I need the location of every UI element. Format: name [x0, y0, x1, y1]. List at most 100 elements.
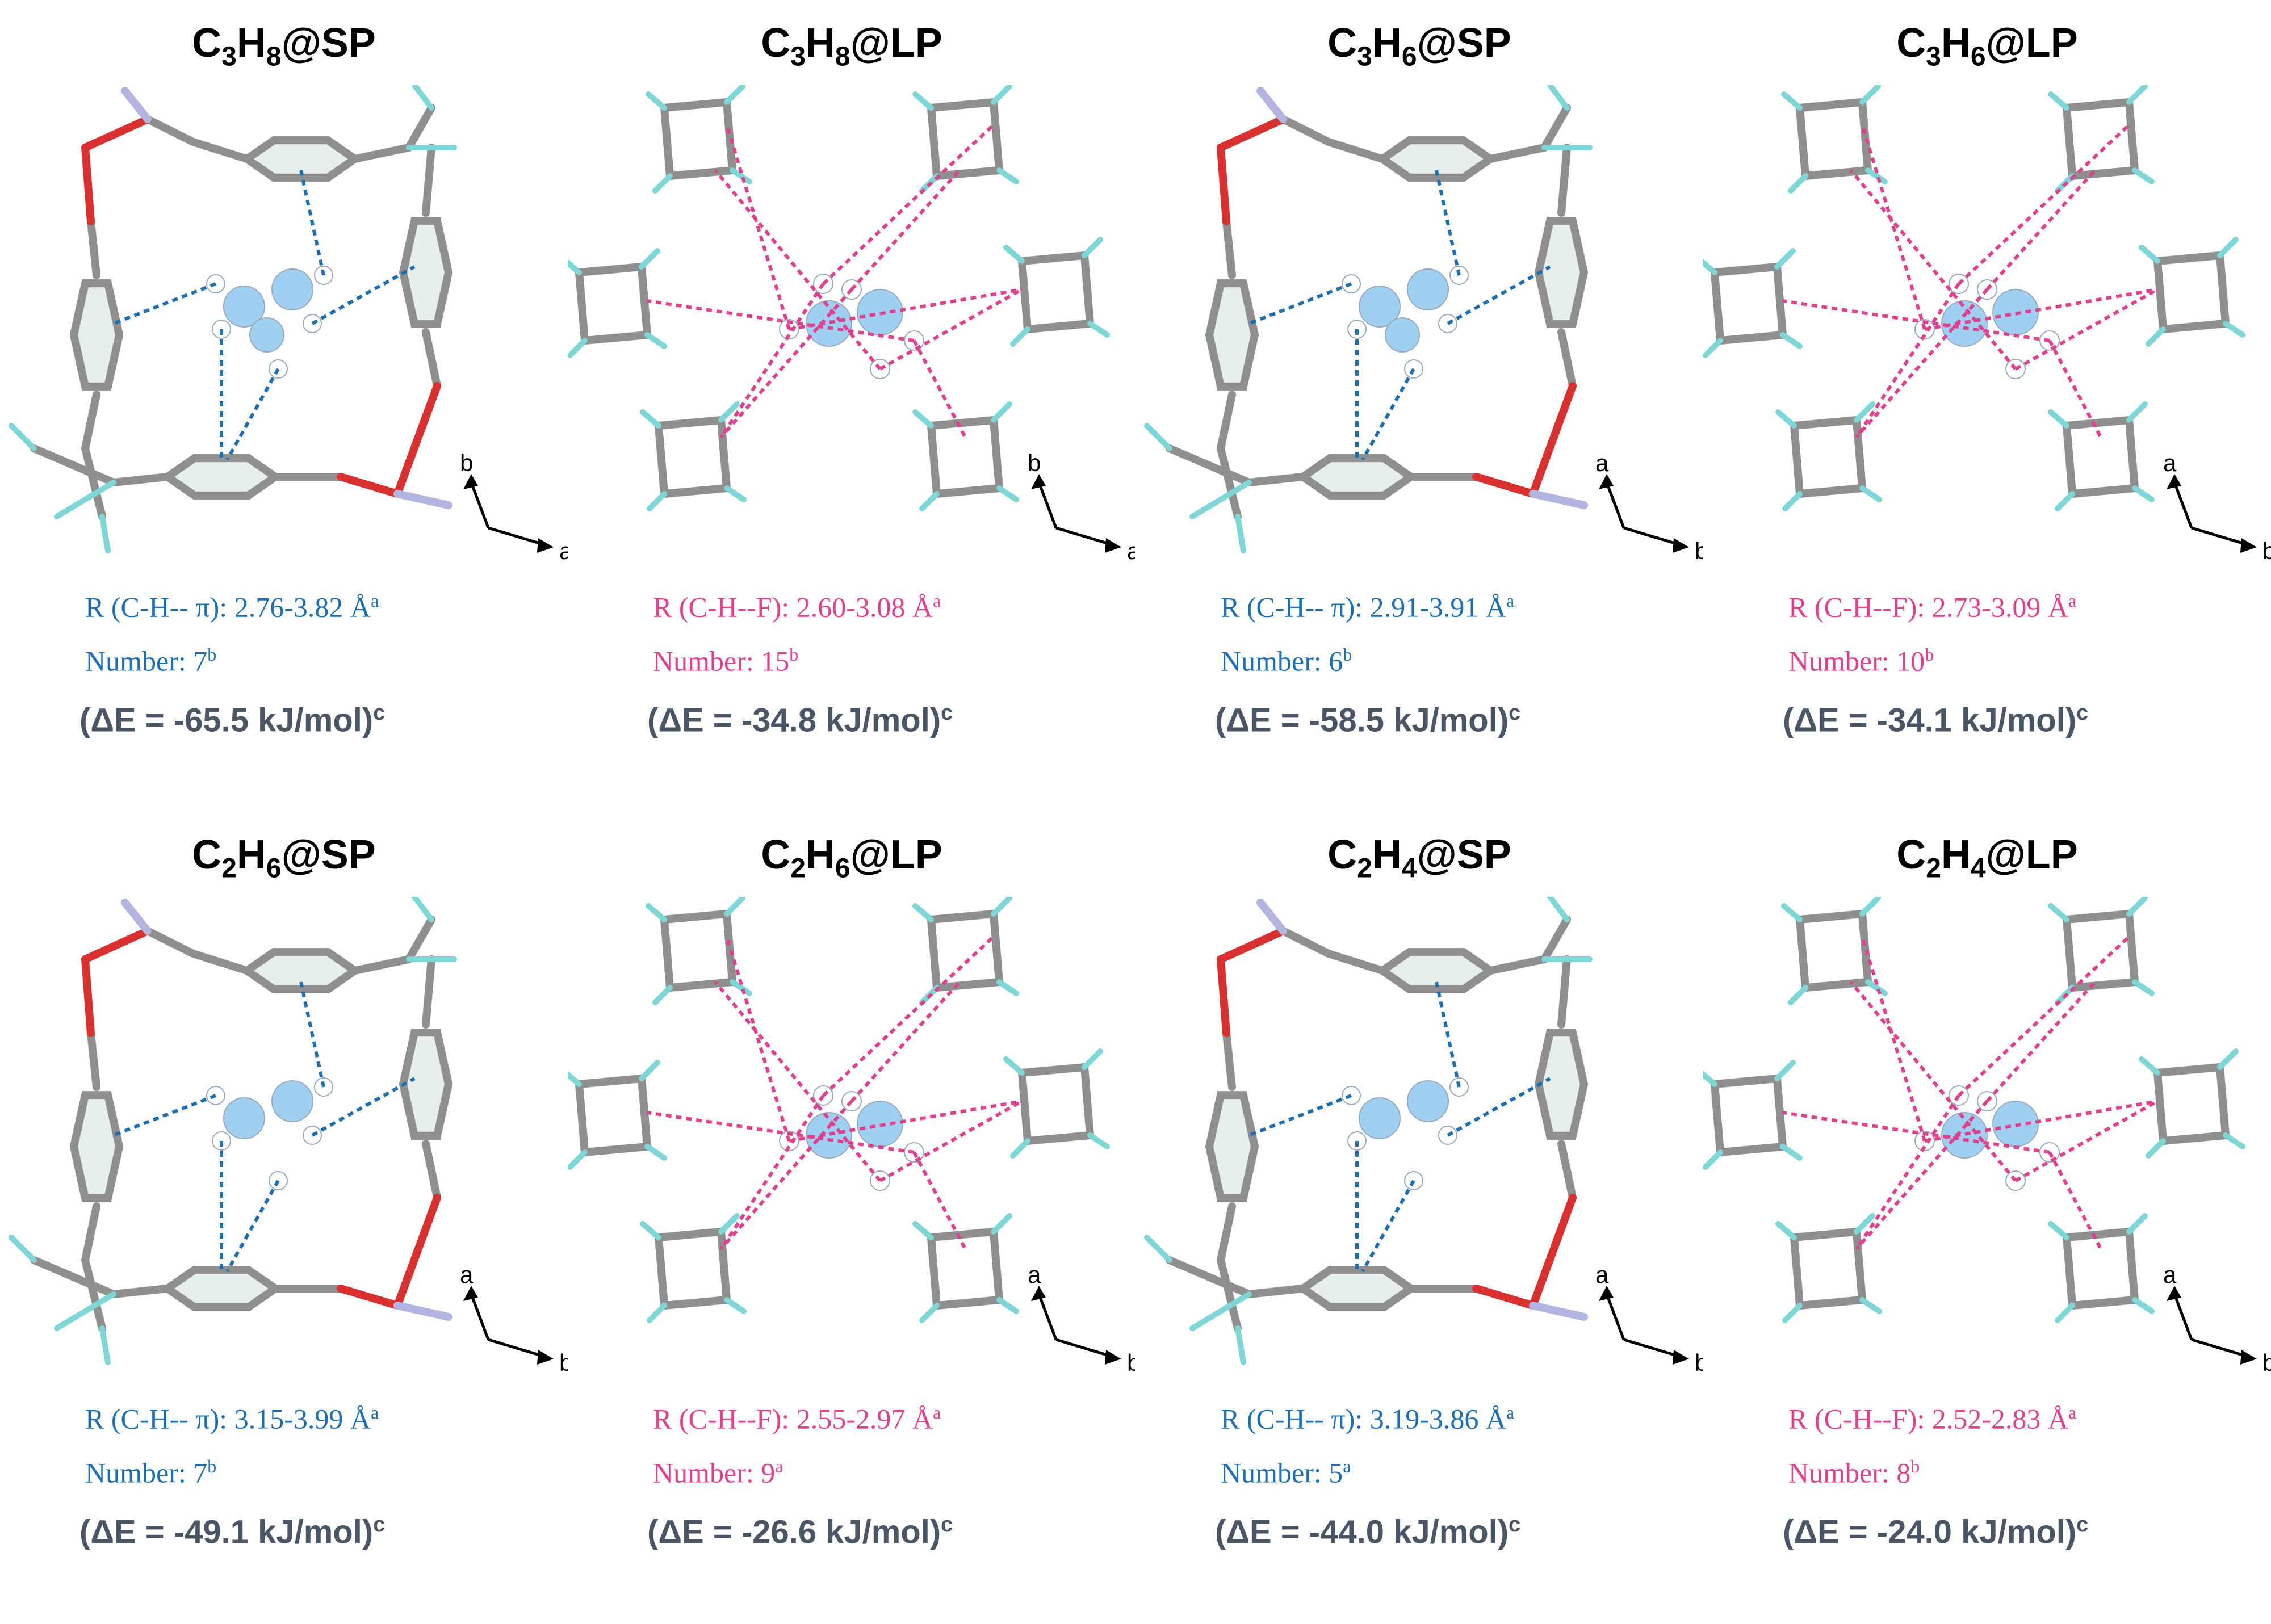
bond	[1217, 927, 1287, 963]
contact-line	[112, 282, 217, 325]
bond	[1780, 1144, 1803, 1161]
bond	[1235, 1325, 1246, 1365]
bond	[2125, 910, 2139, 986]
axis-label: b	[2262, 1349, 2271, 1376]
title-part: 4	[1401, 853, 1417, 884]
carbon-atom	[1359, 1097, 1401, 1139]
bond	[638, 263, 651, 339]
bond	[996, 485, 1019, 502]
bond	[927, 1233, 941, 1310]
bond	[1472, 473, 1537, 498]
contact-line	[879, 1100, 1023, 1182]
bond	[81, 1256, 106, 1332]
axis-label: a	[460, 1261, 474, 1288]
bond	[730, 979, 752, 996]
bond	[660, 916, 674, 992]
contact-line	[719, 1094, 825, 1250]
bond	[639, 248, 660, 270]
bond	[990, 910, 1003, 986]
bond	[2048, 91, 2069, 111]
bond	[1018, 1069, 1032, 1145]
contact-line	[299, 981, 325, 1088]
bond	[575, 1080, 589, 1156]
bond	[81, 444, 106, 521]
title-part: 3	[221, 41, 237, 72]
bond	[1547, 897, 1570, 922]
footnote-mark: a	[1343, 1456, 1351, 1476]
binding-energy: (ΔE = -58.5 kJ/mol)c	[1215, 701, 1520, 739]
structure-group: ba	[9, 85, 568, 564]
bond	[991, 1213, 1012, 1235]
binding-energy: (ΔE = -49.1 kJ/mol)c	[79, 1513, 385, 1551]
bond	[1858, 98, 1872, 174]
benzene-ring	[1205, 1091, 1259, 1202]
title-part: C	[192, 20, 222, 66]
contact-count: Number: 5a	[1221, 1456, 1351, 1489]
bond	[1865, 167, 1888, 184]
benzene-ring	[69, 279, 124, 391]
distance-range-text: R (C-H-- π): 3.19-3.86 Å	[1221, 1403, 1506, 1435]
bond	[568, 259, 582, 275]
contact-line	[1447, 265, 1551, 325]
contact-line	[647, 299, 915, 342]
bond	[2125, 416, 2139, 492]
molecular-structure: ab	[1144, 85, 1703, 564]
bond	[81, 927, 152, 963]
bond	[575, 263, 646, 276]
bond	[1788, 173, 1808, 194]
bond	[1018, 1063, 1088, 1077]
benzene-ring	[1296, 1266, 1418, 1311]
bond	[1711, 1075, 1781, 1088]
contact-count-text: Number: 8	[1788, 1457, 1911, 1489]
bond	[1217, 391, 1236, 452]
contact-line	[1855, 288, 1989, 438]
title-part: C	[761, 832, 791, 878]
title-part: C	[761, 20, 791, 66]
bond	[644, 1144, 667, 1161]
bond	[927, 98, 998, 112]
bond	[1082, 237, 1103, 258]
bond	[927, 916, 941, 992]
bond	[1781, 91, 1803, 111]
bond	[655, 416, 725, 430]
contact-line	[1849, 981, 2017, 1182]
bond	[1235, 514, 1246, 553]
contact-line	[1361, 1180, 1415, 1273]
panel-title: C2H6@SP	[0, 832, 568, 884]
bond	[927, 422, 941, 498]
title-part: 2	[790, 853, 806, 884]
bond	[393, 490, 452, 509]
bond	[1472, 1285, 1537, 1310]
bond	[189, 950, 251, 975]
molecular-structure: ab	[1144, 897, 1703, 1376]
bond	[87, 1029, 100, 1091]
binding-energy: (ΔE = -44.0 kJ/mol)c	[1215, 1513, 1520, 1551]
bond	[189, 138, 251, 163]
footnote-mark: c	[941, 701, 953, 725]
axis-label: a	[1127, 538, 1136, 564]
bond	[2153, 251, 2224, 265]
binding-energy-text: (ΔE = -34.1 kJ/mol)	[1783, 702, 2077, 739]
molecular-structure: ab	[1703, 897, 2271, 1376]
contact-line	[1248, 1094, 1352, 1137]
bond	[1082, 1048, 1103, 1070]
axis-arrowhead	[463, 1286, 478, 1301]
bond	[2048, 1221, 2069, 1240]
axis-arrow	[1605, 1294, 1625, 1340]
structure-group: ab	[1703, 85, 2271, 564]
contact-line	[299, 170, 325, 276]
bond	[1557, 144, 1571, 217]
footnote-mark: c	[1509, 701, 1521, 725]
carbon-atom	[1359, 286, 1401, 328]
bond	[1087, 1132, 1110, 1149]
contact-line	[719, 283, 825, 438]
distance-range-text: R (C-H--F): 2.60-3.08 Å	[653, 591, 933, 623]
contact-line	[1855, 283, 1960, 438]
bond	[1166, 444, 1253, 486]
axis-arrow	[1605, 482, 1625, 528]
bond	[1245, 1285, 1307, 1298]
bond	[660, 104, 674, 180]
contact-line	[2014, 288, 2159, 371]
axis-arrow	[1037, 1294, 1058, 1340]
